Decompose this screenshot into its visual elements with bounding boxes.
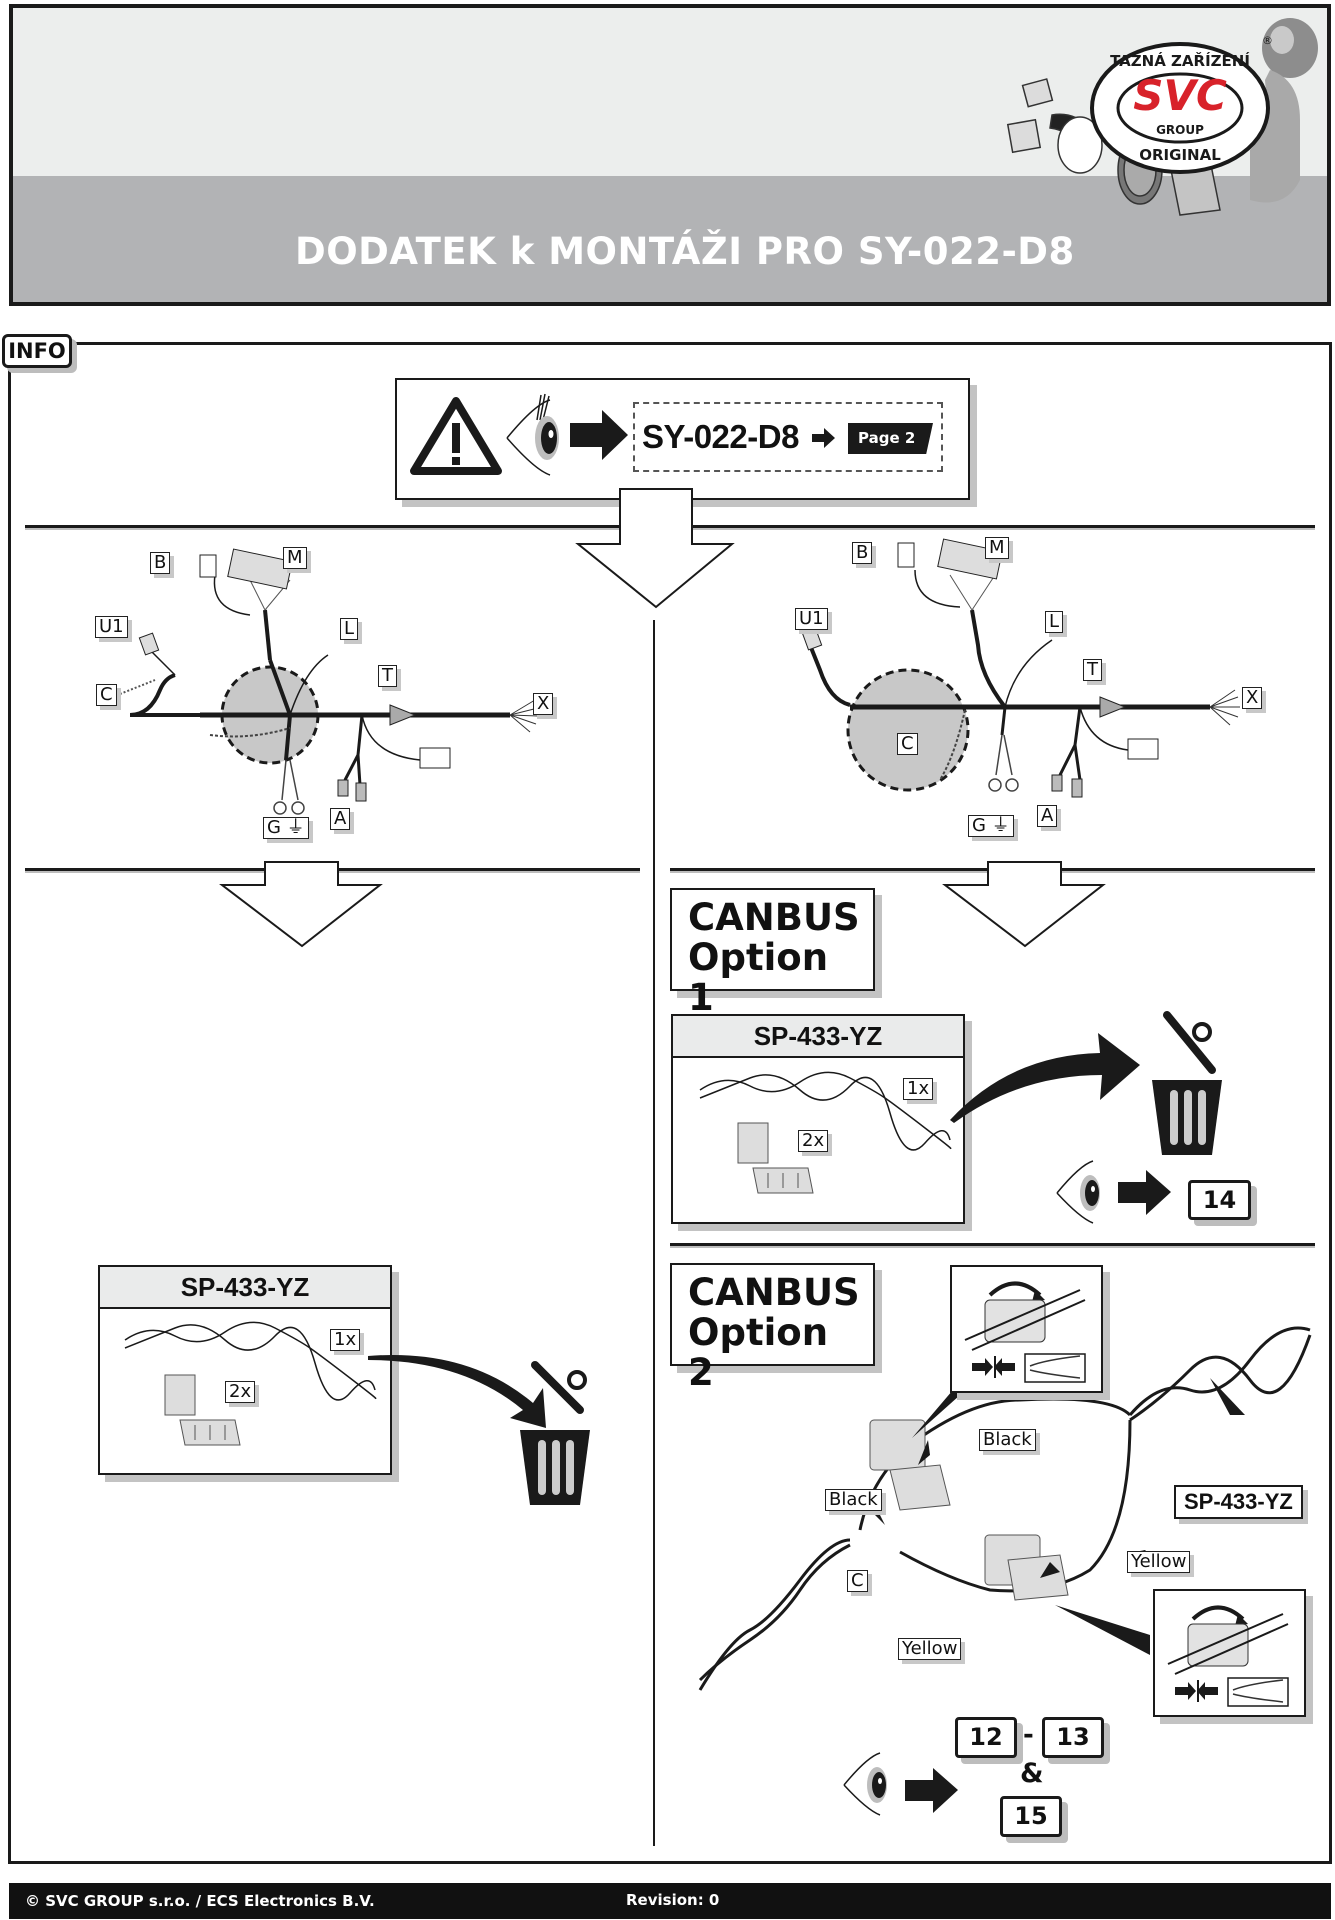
page-reference-badge [848,423,933,454]
wire-connector-icon [164,1374,241,1446]
label-b: B [852,542,873,564]
highlight-circle [846,668,970,792]
connector-b-icon [897,542,915,568]
see-page-12[interactable]: 12 [955,1717,1017,1758]
kit-title: SP-433-YZ [673,1016,963,1058]
notice-product-code: SY-022-D8 [642,418,799,455]
label-g-ground: G ⏚ [968,815,1014,837]
footer-copyright: © SVC GROUP s.r.o. / ECS Electronics B.V… [25,1892,375,1910]
label-t: T [378,665,397,687]
crimp-connector-detail-icon [964,1281,1086,1383]
canbus-option1-box: CANBUS Option 1 [670,888,875,1018]
option2-title-line1: CANBUS [688,1271,860,1314]
kit-title: SP-433-YZ [100,1267,390,1309]
label-x: X [1242,687,1263,709]
warning-triangle-icon [410,397,502,475]
registered-mark: ® [1262,34,1273,47]
down-arrow-left-icon [219,861,383,948]
label-t: T [1083,659,1102,681]
small-arrow-right-icon [812,428,835,448]
see-page-14[interactable]: 14 [1188,1180,1251,1220]
label-c: C [96,684,117,706]
option1-title-line2: Option 1 [688,936,829,1019]
column-divider [653,620,655,1846]
option1-title-line1: CANBUS [688,896,860,939]
label-b: B [150,552,171,574]
logo-brand-text: SVC [1133,71,1227,120]
wiring-harness-diagram-right [801,538,1240,798]
info-frame [8,342,1332,1864]
connector-qty-label: 2x [225,1381,256,1403]
connector-qty-label: 2x [798,1130,829,1152]
footer-revision: Revision: 0 [626,1891,720,1909]
eye-icon [1056,1160,1100,1224]
svc-logo: TAŽNÁ ZAŘÍZENÍ SVC GROUP ORIGINAL ® [1006,18,1318,216]
arrow-right-icon [905,1768,958,1813]
reference-dashed-box [633,402,943,472]
label-u1: U1 [95,616,128,638]
wire-connector-icon [737,1122,814,1194]
kit-label-sp-433-yz: SP-433-YZ [1174,1485,1303,1519]
label-c: C [897,733,918,755]
label-m: M [283,547,307,569]
connector-label-c: C [847,1570,868,1592]
wire-label-black-upper: Black [979,1429,1036,1451]
label-x: X [533,693,554,715]
wire-label-yellow-lower: Yellow [898,1638,962,1660]
scotchlok-connector-icon [869,1419,1069,1601]
logo-bottom-text: ORIGINAL [1139,146,1221,164]
arrow-right-icon [570,410,628,460]
connector-m-icon [227,548,293,590]
wiring-harness-diagram-left [104,548,539,815]
wire-qty-label: 1x [903,1078,934,1100]
label-g-ground: G ⏚ [263,817,309,839]
option2-title-line2: Option 2 [688,1311,829,1394]
trash-bin-icon [520,1361,590,1505]
info-tag: INFO [2,334,72,368]
header-banner [9,4,1331,306]
callout-pointer [1055,1605,1150,1655]
eye-icon [843,1752,887,1816]
page-reference-label: Page 2 [858,429,916,447]
connector-b-icon [199,554,217,578]
arrow-right-icon [1118,1170,1171,1215]
label-a: A [330,808,351,830]
wire-label-yellow-right: Yellow [1127,1551,1191,1573]
wire-qty-label: 1x [330,1329,361,1351]
canbus-option2-box: CANBUS Option 2 [670,1263,875,1393]
discard-arrow-icon [368,1354,546,1428]
connector-plug-icon [1006,78,1221,216]
kit-box-left: SP-433-YZ [98,1265,392,1475]
down-arrow-right-icon [942,861,1106,948]
discard-arrow-icon [950,1033,1140,1123]
header-band [13,176,1327,302]
logo-top-text: TAŽNÁ ZAŘÍZENÍ [1110,51,1250,70]
big-down-arrow-icon [575,488,735,609]
logo-group-text: GROUP [1156,123,1204,137]
label-l: L [1045,611,1064,633]
page-title: DODATEK k MONTÁŽI PRO SY-022-D8 [295,230,1075,273]
twisted-wire-icon [699,1071,952,1151]
kit-box-option1: SP-433-YZ [671,1014,965,1224]
footer-bar: © SVC GROUP s.r.o. / ECS Electronics B.V… [9,1883,1331,1919]
eye-icon [506,393,559,476]
trash-bin-icon [1152,1011,1222,1155]
label-m: M [985,537,1009,559]
twisted-wire-icon [124,1321,377,1401]
label-l: L [340,618,359,640]
page-and-symbol: & [1020,1758,1044,1789]
page-range-dash: - [1023,1720,1034,1750]
see-page-15[interactable]: 15 [1000,1796,1062,1837]
see-page-13[interactable]: 13 [1042,1717,1104,1758]
canbus-option2-wiring-diagram [698,1326,1312,1691]
section-divider-option2 [670,1243,1315,1246]
callout-pointer [1210,1378,1245,1415]
wire-label-black-left: Black [825,1489,882,1511]
label-u1: U1 [795,608,828,630]
crimp-connector-detail-icon [1167,1605,1289,1707]
label-a: A [1037,805,1058,827]
